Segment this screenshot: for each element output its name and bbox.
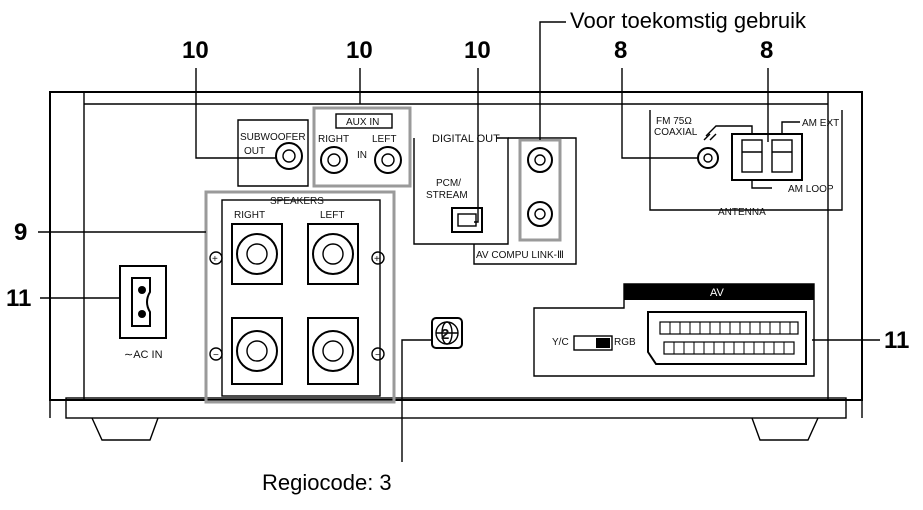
antenna-group: FM 75Ω COAXIAL AM EXT AM LOOP ANTENNA (649, 110, 843, 218)
svg-text:−: − (213, 350, 219, 361)
digital-out-label: DIGITAL OUT (432, 133, 500, 145)
am-terminal (731, 133, 803, 181)
cabinet (49, 91, 863, 441)
region-badge: 2 (431, 317, 463, 349)
minus-mark-left (209, 347, 223, 361)
compu-link-label: AV COMPU LINK-Ⅲ (476, 250, 564, 261)
left-foot (91, 417, 159, 441)
ac-inlet: ∼AC IN (119, 265, 167, 361)
speaker-left-label: LEFT (320, 210, 344, 221)
rgb-label: RGB (614, 337, 636, 348)
callout-10-digital: 10 (464, 37, 491, 64)
digital-out-group: DIGITAL OUT PCM/ STREAM (413, 133, 509, 245)
right-foot (751, 417, 819, 441)
out-label: OUT (244, 146, 265, 157)
aux-in-mark: IN (357, 150, 367, 161)
fm-coaxial-label-1: FM 75Ω (656, 116, 692, 127)
leader-fm (621, 68, 698, 159)
speaker-terminal-left-minus (307, 317, 359, 385)
callout-8-am: 8 (760, 37, 773, 64)
fm-coaxial-jack (697, 147, 719, 169)
callout-future-use: Voor toekomstig gebruik (570, 8, 807, 33)
antenna-label: ANTENNA (718, 207, 766, 218)
svg-text:−: − (375, 350, 381, 361)
plus-mark-right (371, 251, 385, 265)
pcm-label: PCM/ (436, 178, 461, 189)
callout-8-fm: 8 (614, 37, 627, 64)
callout-11-av: 11 (884, 327, 909, 354)
subwoofer-out-jack: SUBWOOFER OUT (237, 119, 309, 187)
speaker-terminal-right-plus (231, 223, 283, 285)
stream-label: STREAM (426, 190, 468, 201)
leader-lines (38, 21, 880, 462)
speaker-terminal-right-minus (231, 317, 283, 385)
aux-in-label: AUX IN (346, 117, 379, 128)
speaker-right-label: RIGHT (234, 210, 265, 221)
svg-text:+: + (212, 254, 218, 265)
subwoofer-label: SUBWOOFER (240, 132, 306, 143)
plus-mark-left (209, 251, 223, 265)
leader-subwoofer (195, 68, 276, 159)
callout-10-subwoofer: 10 (182, 37, 209, 64)
av-scart-group: AV Y/C RGB (533, 283, 815, 377)
am-ext-label: AM EXT (802, 118, 839, 129)
minus-mark-right (371, 347, 385, 361)
callout-10-aux: 10 (346, 37, 373, 64)
callout-region-code: Regiocode: 3 (262, 470, 392, 495)
av-label: AV (710, 287, 725, 299)
callout-11-ac: 11 (6, 285, 31, 312)
leader-region (401, 339, 432, 462)
yc-label: Y/C (552, 337, 569, 348)
aux-left-label: LEFT (372, 134, 396, 145)
speakers-group: SPEAKERS RIGHT LEFT + + − − (204, 190, 396, 404)
aux-in-group: AUX IN RIGHT LEFT IN (312, 106, 412, 188)
aux-right-label: RIGHT (318, 134, 349, 145)
leader-digital (474, 68, 479, 223)
ac-in-label: ∼AC IN (124, 349, 163, 361)
speakers-label: SPEAKERS (270, 196, 324, 207)
svg-text:+: + (374, 254, 380, 265)
am-loop-label: AM LOOP (788, 184, 834, 195)
region-digit: 2 (441, 326, 449, 343)
speaker-terminal-left-plus (307, 223, 359, 285)
fm-coaxial-label-2: COAXIAL (654, 127, 698, 138)
compu-link-group: AV COMPU LINK-Ⅲ (473, 137, 577, 265)
leader-future-use (539, 21, 566, 140)
scart-socket (647, 311, 807, 365)
callout-9-speakers: 9 (14, 219, 27, 246)
yc-rgb-switch (573, 335, 613, 351)
